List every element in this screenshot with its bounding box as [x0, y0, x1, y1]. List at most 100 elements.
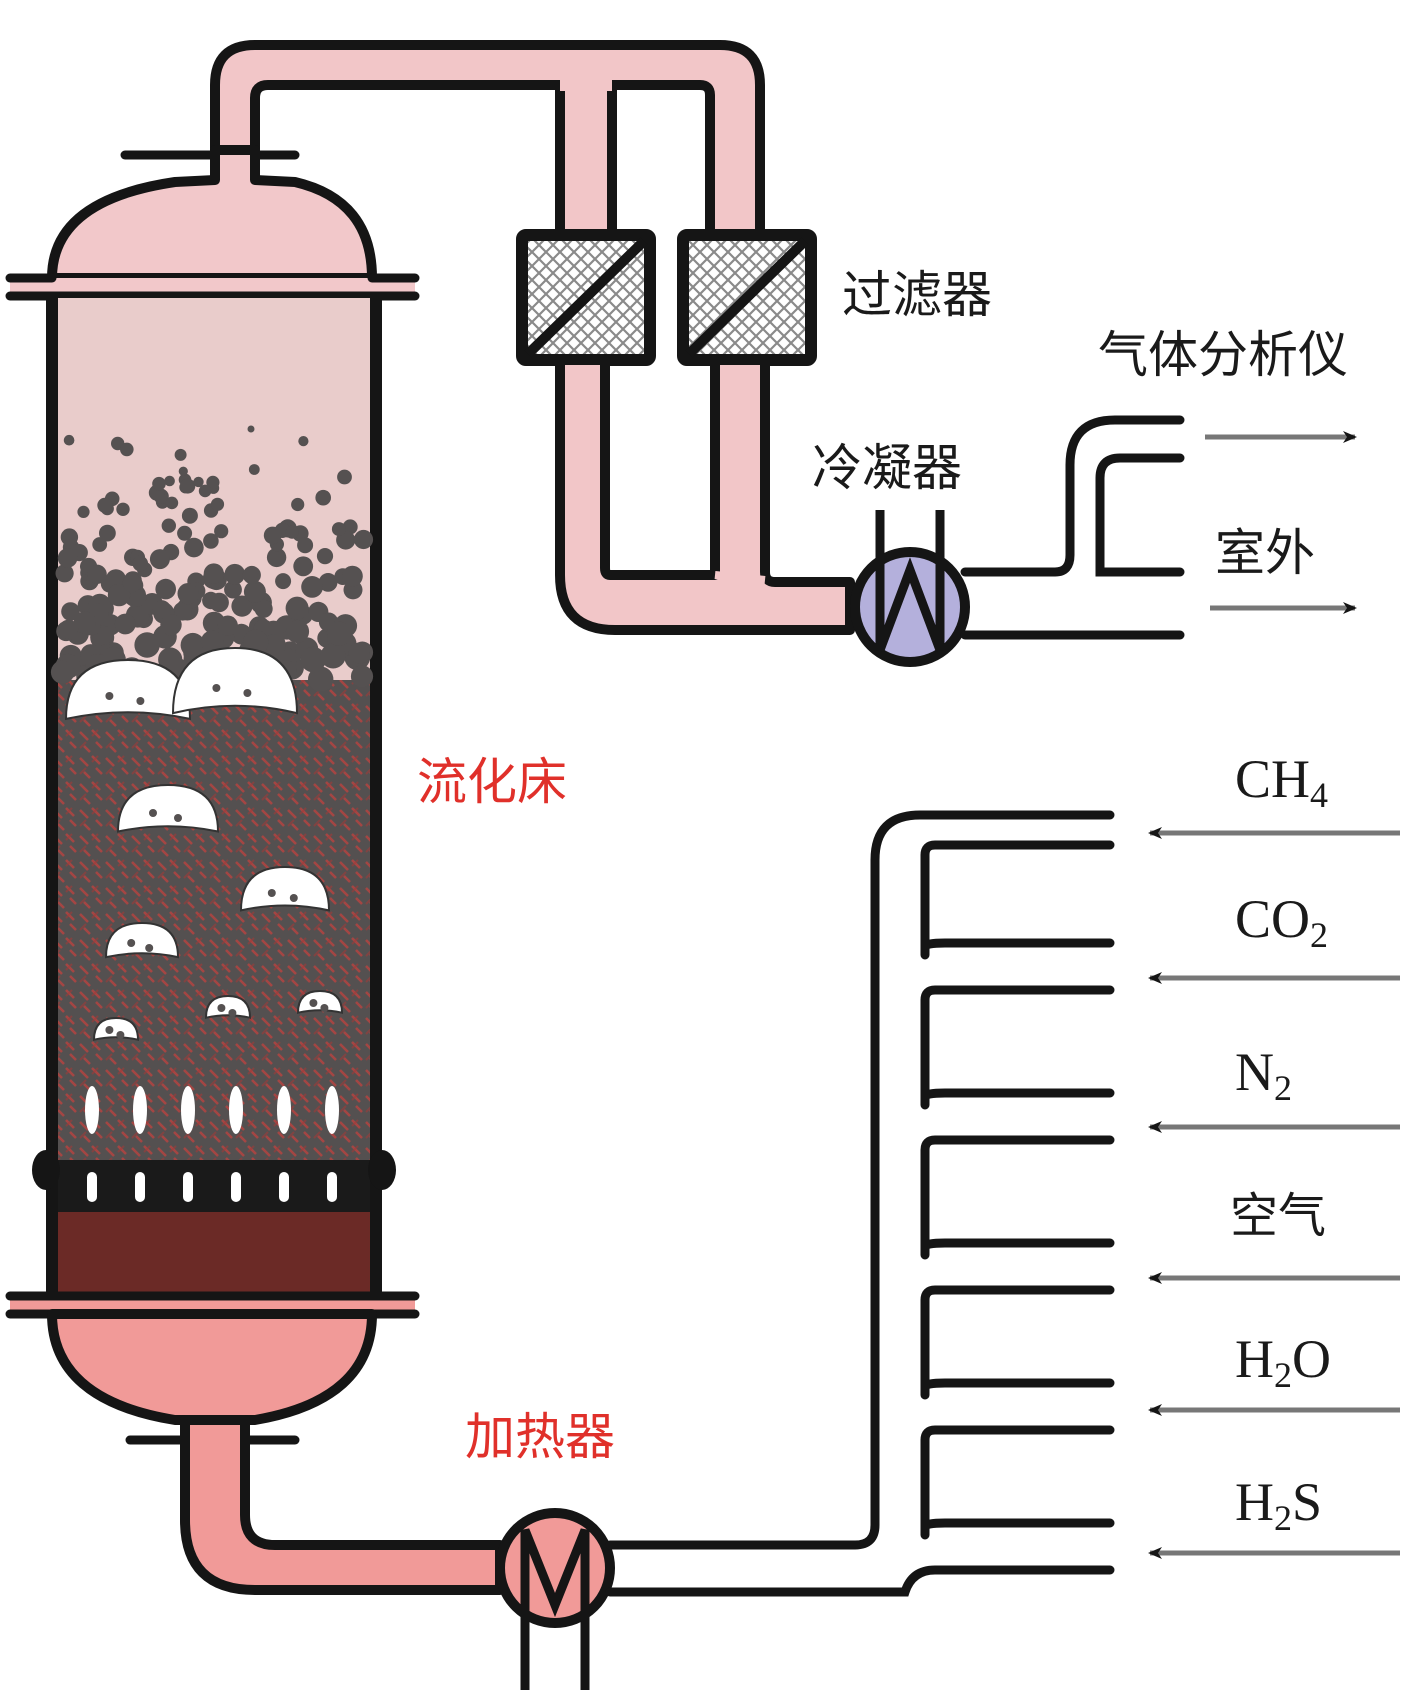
particle [289, 894, 298, 902]
particle [180, 632, 205, 658]
particle [132, 555, 149, 572]
particle [178, 466, 188, 476]
particle [193, 476, 204, 488]
vessel-bottom-dome [5, 1291, 505, 1595]
gas-inlet-label: 空气 [1230, 1188, 1327, 1244]
particle [217, 615, 238, 636]
particle [291, 497, 305, 512]
particle [174, 814, 182, 822]
particle [77, 505, 90, 518]
fluidized-bed-column [32, 296, 396, 1298]
top-outlet-pipe [210, 40, 765, 240]
particle [206, 475, 220, 489]
particle [285, 596, 309, 620]
particle [152, 600, 172, 619]
particle [145, 944, 154, 952]
particle [136, 697, 145, 705]
particle [107, 583, 131, 607]
gas-inlet-label: CH4 [1235, 749, 1329, 815]
particle [105, 692, 114, 700]
particle [242, 565, 261, 585]
gas-inlet-label: H2S [1235, 1472, 1323, 1538]
particle [248, 464, 260, 475]
particle [116, 502, 130, 516]
gas-jet [181, 1086, 195, 1134]
manifold-branch [920, 840, 1115, 960]
vessel-top-dome [5, 145, 420, 301]
particle [198, 484, 212, 498]
manifold-return-line [605, 1565, 1115, 1597]
particle [160, 614, 182, 636]
condenser-label: 冷凝器 [812, 439, 962, 497]
particle [134, 632, 160, 658]
manifold-branch [920, 1285, 1115, 1400]
particle [300, 646, 326, 673]
particle [149, 549, 170, 570]
particle [200, 630, 224, 654]
particle [320, 1004, 329, 1012]
particle [337, 469, 352, 485]
outdoor-label: 室外 [1215, 524, 1315, 582]
particle [243, 689, 252, 697]
nozzle [183, 1172, 193, 1202]
particle [316, 548, 334, 565]
particle [181, 507, 198, 524]
particle [58, 619, 79, 639]
particle [184, 537, 204, 558]
particle [92, 537, 108, 552]
particle [161, 518, 176, 533]
particle [217, 1004, 226, 1012]
particle [203, 563, 224, 584]
gas-jet [85, 1086, 99, 1134]
bubble [92, 1016, 140, 1041]
particle [263, 526, 282, 545]
particle [55, 564, 74, 583]
manifold-branch [920, 985, 1115, 1110]
particle [164, 475, 175, 487]
gas-inlet-manifold [605, 810, 1115, 1597]
particle [309, 999, 318, 1007]
particle [173, 601, 193, 621]
filter-label: 过滤器 [842, 266, 992, 324]
particle [308, 666, 334, 692]
particle [57, 548, 78, 568]
manifold-branch [920, 1425, 1115, 1540]
condenser [850, 510, 970, 667]
particle [105, 1026, 114, 1034]
gas-inlet-label: N2 [1235, 1042, 1292, 1108]
particle [128, 589, 147, 607]
particle [267, 889, 276, 897]
particle [114, 613, 136, 635]
particle [285, 525, 299, 539]
gas-jet [325, 1086, 339, 1134]
filter-to-condenser-pipe [555, 355, 855, 635]
particle [301, 576, 323, 598]
particle [177, 525, 193, 541]
particle [247, 425, 255, 433]
particle [297, 537, 314, 554]
heater [495, 1508, 615, 1690]
particle [202, 591, 220, 610]
bubble [296, 989, 344, 1014]
particle [73, 611, 96, 634]
gas-inlet-label: CO2 [1235, 889, 1329, 955]
particle [152, 476, 166, 491]
outlet-lines [960, 415, 1185, 640]
particle [180, 478, 196, 494]
particle [97, 497, 113, 513]
particle [158, 647, 183, 672]
particle [165, 496, 179, 510]
particle [342, 565, 363, 587]
particle [127, 939, 136, 947]
particle [87, 564, 107, 584]
nozzle [231, 1172, 241, 1202]
particle [350, 665, 374, 688]
particle [348, 642, 370, 664]
particle [63, 434, 75, 446]
particle [224, 580, 242, 599]
particle [353, 529, 374, 550]
gas-jets [85, 1086, 339, 1202]
gas-inlet-label: H2O [1235, 1329, 1331, 1395]
heater-label: 加热器 [465, 1408, 615, 1466]
